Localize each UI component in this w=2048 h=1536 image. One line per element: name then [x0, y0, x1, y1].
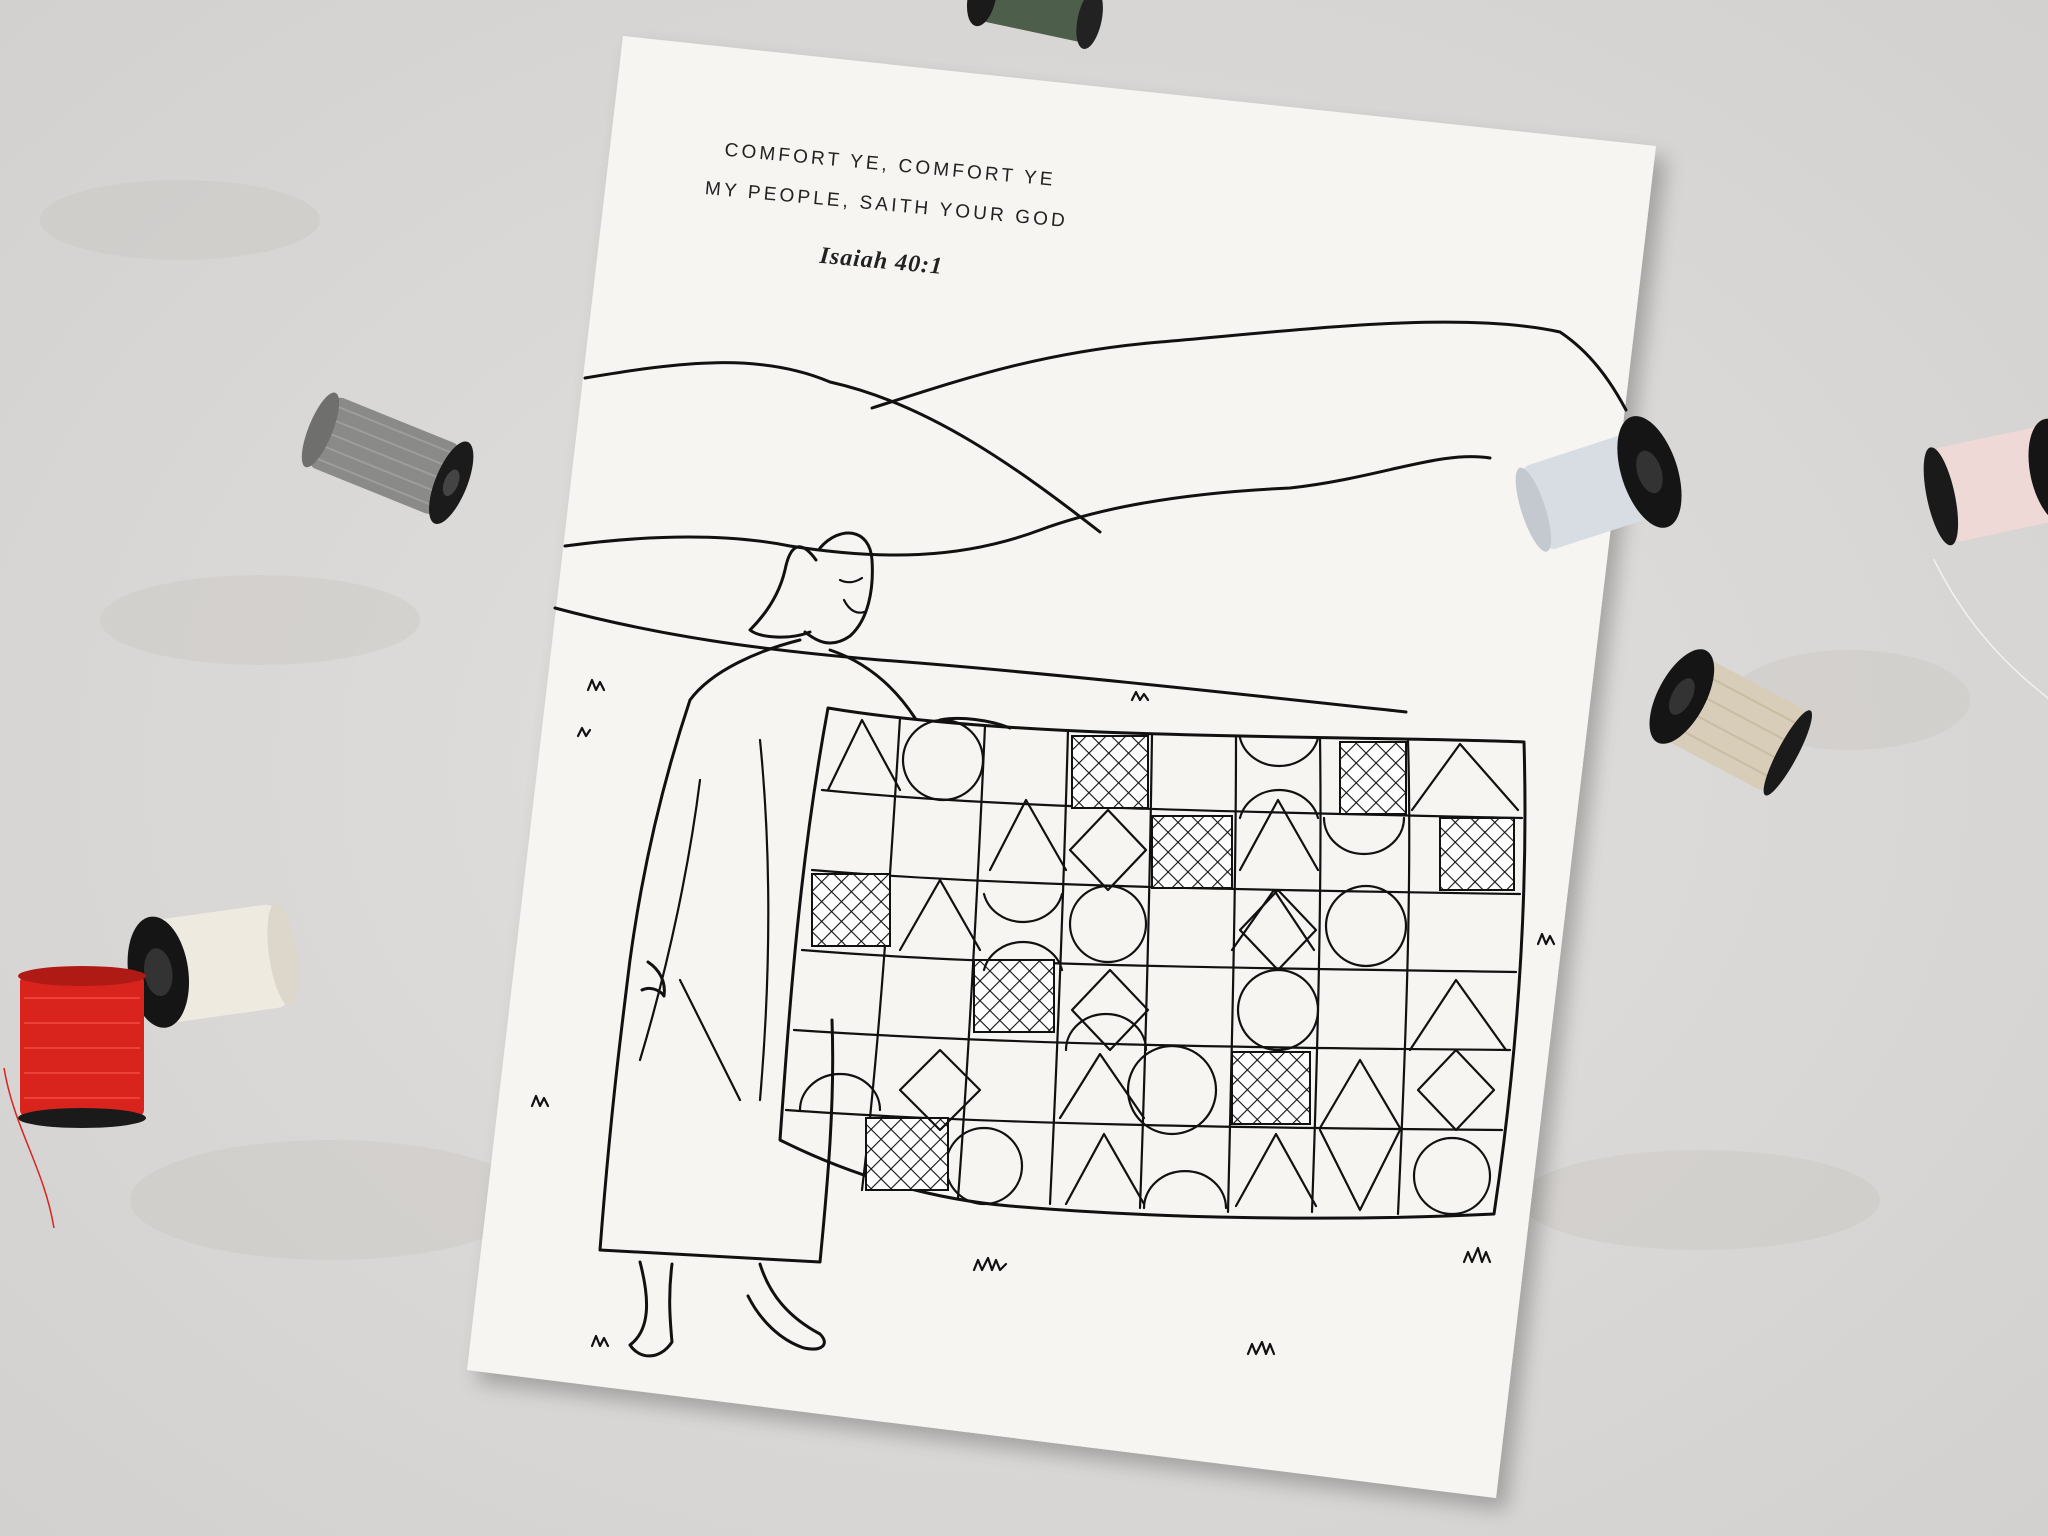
- thread-spool-grey: [301, 392, 474, 524]
- thread-spool-beige: [1649, 649, 1813, 796]
- quilt-hatched-squares: [811, 735, 1515, 1191]
- quilt-circles: [901, 718, 1492, 1216]
- thread-spool-lightblue: [1515, 416, 1682, 552]
- quilt-half-circles: [798, 736, 1406, 1210]
- paper-sheet: [467, 36, 1656, 1498]
- quilt-triangles: [826, 718, 1520, 1212]
- surface-texture: [40, 180, 1970, 1260]
- quilt-illustration: [778, 706, 1527, 1220]
- grass-tufts: [530, 678, 1556, 1356]
- quilt-outline: [778, 706, 1527, 1220]
- thread-spool-green: [966, 0, 1103, 49]
- jesus-figure-illustration: [598, 531, 1012, 1358]
- quilt-diamonds: [898, 808, 1496, 1132]
- thread-spool-red: [3, 966, 146, 1229]
- thread-spool-pink: [1923, 418, 2048, 731]
- hills-illustration: [553, 320, 1628, 714]
- coloring-page: [467, 36, 1656, 1498]
